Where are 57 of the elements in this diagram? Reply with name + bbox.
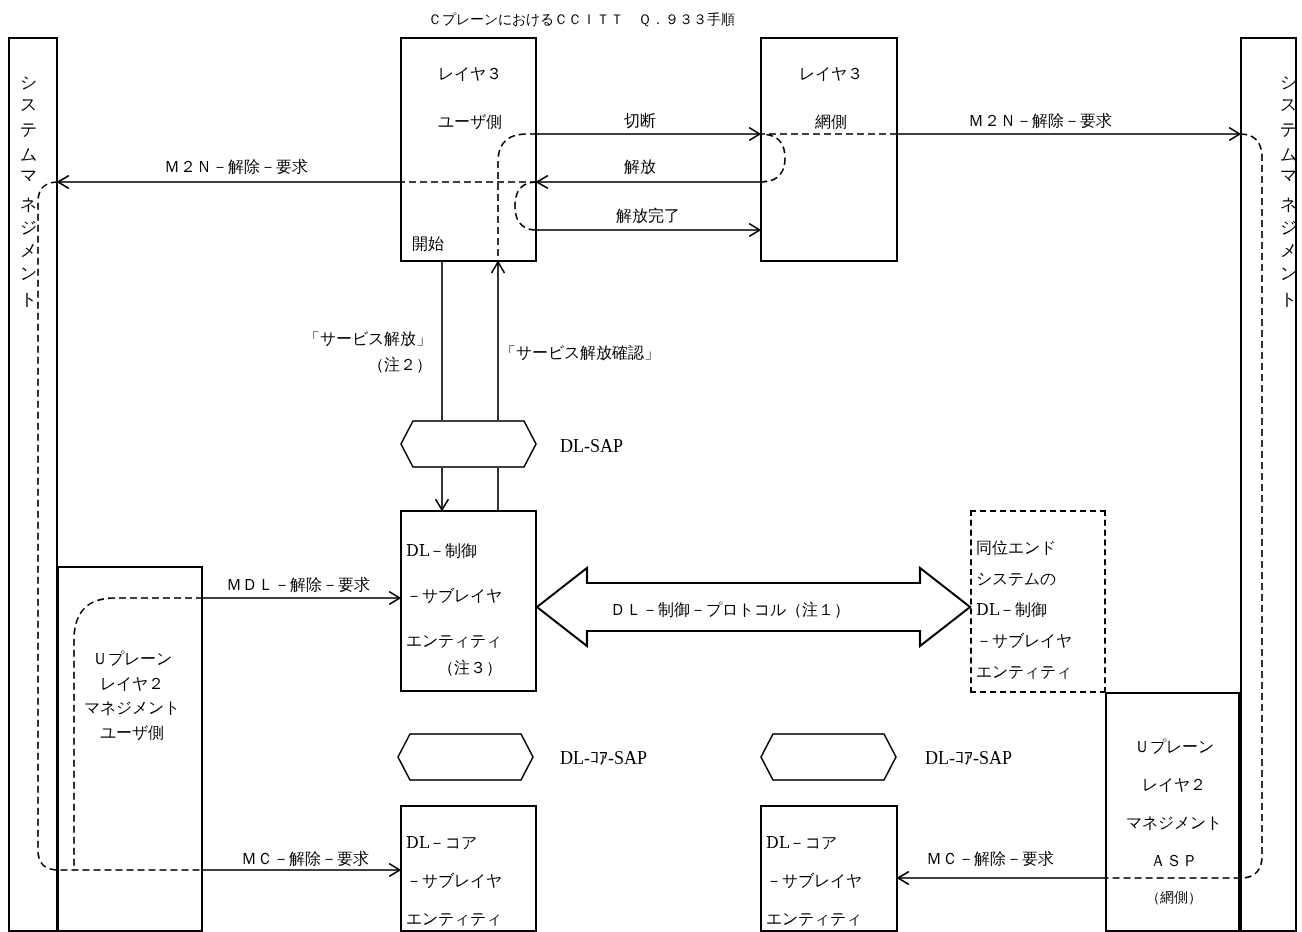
box-label: ユーザ側 — [438, 112, 502, 132]
box-label: （網側） — [1146, 888, 1202, 907]
vertical-label: システムマネジメント — [1280, 64, 1297, 304]
arrow — [202, 862, 401, 878]
arrow — [897, 870, 1106, 886]
edge-label: 解放 — [624, 156, 656, 178]
sap-label: DL-SAP — [560, 437, 623, 455]
box-label: 同位エンドシステムのDL－制御－サブレイヤエンティティ — [976, 537, 1072, 683]
process-box — [760, 805, 898, 932]
edge-label: 切断 — [624, 110, 656, 132]
process-box — [57, 566, 203, 932]
box-label: Ｕプレーンレイヤ２マネジメントＡＳＰ — [1126, 736, 1222, 872]
dashed-box — [970, 510, 1106, 693]
arrow — [434, 467, 450, 511]
arrow — [202, 590, 401, 606]
box-label: レイヤ３ — [438, 64, 502, 84]
process-box — [400, 510, 537, 692]
arrow — [57, 174, 401, 190]
edge-label: ＤＬ－制御－プロトコル（注１） — [610, 599, 850, 621]
edge-label: Ｍ２Ｎ－解除－要求 — [164, 156, 308, 178]
lane-box — [8, 37, 58, 932]
process-box — [760, 37, 898, 262]
arrow — [536, 222, 761, 238]
edge-label: Ｍ２Ｎ－解除－要求 — [968, 110, 1112, 132]
box-label: Ｕプレーンレイヤ２マネジメントユーザ側 — [84, 648, 180, 744]
hexagon-shape — [400, 420, 537, 468]
edge-label: ＭＤＬ－解除－要求 — [226, 574, 370, 596]
box-label: 開始 — [412, 234, 444, 254]
arrow — [490, 261, 506, 421]
dashed-line — [1104, 133, 1263, 879]
lane-box — [1240, 37, 1297, 932]
arrow — [897, 126, 1241, 142]
diagram-title: ＣプレーンにおけるＣＣＩＴＴ Ｑ．９３３手順 — [427, 12, 735, 26]
process-box — [400, 805, 537, 932]
double-arrow — [535, 565, 972, 649]
edge-label: 「サービス解放」（注２） — [304, 328, 432, 376]
edge-label: 「サービス解放確認」 — [500, 342, 660, 364]
hexagon-shape — [760, 733, 897, 781]
box-label: 網側 — [815, 112, 847, 132]
box-label: （注３） — [438, 658, 502, 678]
box-label: DL－コア－サブレイヤエンティティ — [406, 832, 502, 930]
box-label: DL－コア－サブレイヤエンティティ — [766, 832, 862, 930]
edge-label: ＭＣ－解除－要求 — [241, 848, 369, 870]
sap-label: DL-ｺｱ-SAP — [925, 749, 1012, 767]
arrow — [536, 126, 761, 142]
arrow — [536, 174, 761, 190]
hexagon-shape — [397, 733, 534, 781]
connector-line — [441, 261, 443, 421]
connector-line — [497, 467, 499, 511]
process-box — [1105, 692, 1240, 932]
box-label: レイヤ３ — [799, 64, 863, 84]
box-label: DL－制御－サブレイヤエンティティ — [406, 540, 502, 652]
sap-label: DL-ｺｱ-SAP — [560, 749, 647, 767]
edge-label: ＭＣ－解除－要求 — [926, 848, 1054, 870]
process-box — [400, 37, 537, 262]
edge-label: 解放完了 — [616, 205, 680, 227]
vertical-label: システムマネジメント — [20, 64, 37, 304]
